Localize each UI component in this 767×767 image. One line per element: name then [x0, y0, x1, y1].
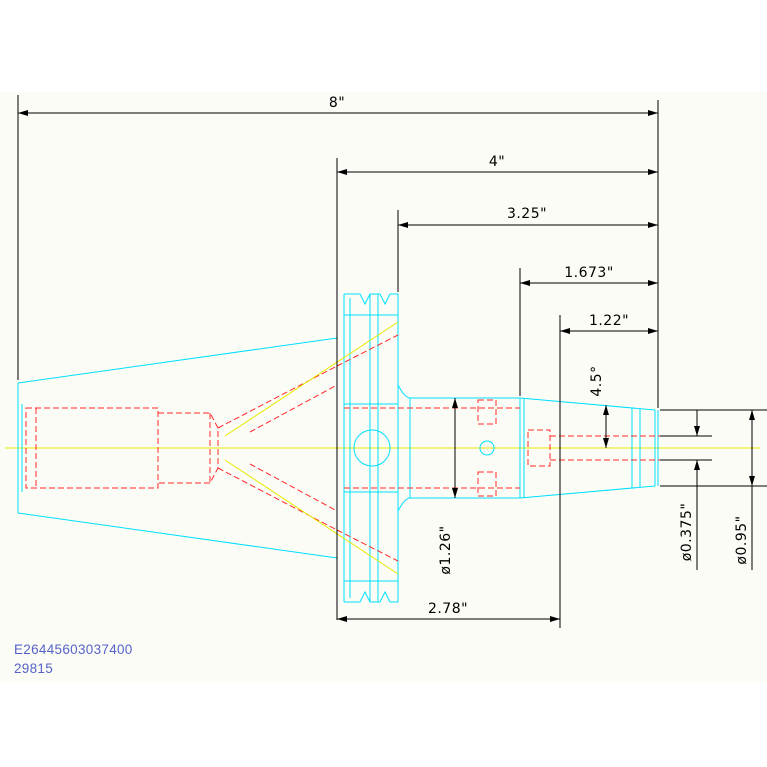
dim-tip-outer-diameter: ø0.95"	[734, 515, 750, 564]
part-number: E26445603037400	[14, 642, 133, 657]
dimension-lines	[17, 95, 767, 628]
dim-tip-bore-diameter: ø0.375"	[679, 503, 695, 562]
dim-flange-to-bore: 2.78"	[428, 601, 468, 617]
dim-bore-diameter: ø1.26"	[438, 525, 454, 574]
part-code: 29815	[14, 661, 54, 676]
dim-taper-angle: 4.5°	[589, 365, 605, 396]
drawing-sheet	[0, 92, 767, 682]
holder-outline	[17, 293, 659, 603]
dim-overall-length: 8"	[329, 95, 345, 111]
dim-bore-to-tip: 1.673"	[564, 265, 614, 281]
coolant-channel	[224, 321, 399, 575]
dim-body-to-tip: 3.25"	[507, 206, 547, 222]
dim-flange-to-tip: 4"	[489, 154, 505, 170]
dim-tip-segment: 1.22"	[589, 313, 629, 329]
